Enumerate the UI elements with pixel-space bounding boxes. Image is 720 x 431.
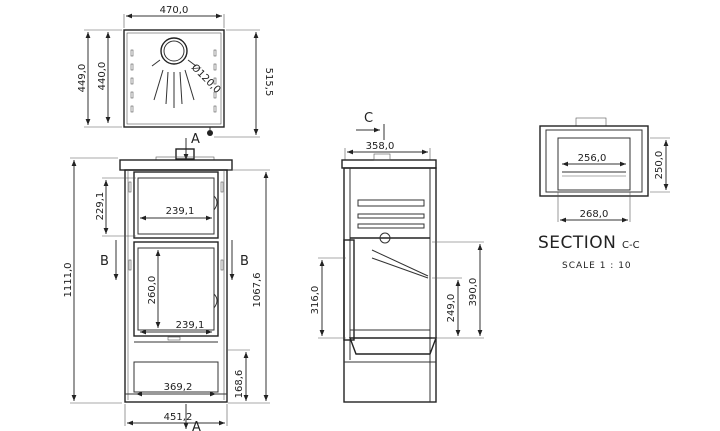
- section-cc-title-suffix: C-C: [622, 240, 640, 251]
- top-view: Ø120,0 470,0 449,0 440,0 515,5: [77, 5, 274, 138]
- side-grate-height-label: 249,0: [446, 294, 457, 323]
- section-b-right-label: B: [240, 254, 249, 269]
- top-width-label: 470,0: [160, 5, 189, 16]
- section-cc-outer-width-label: 268,0: [580, 209, 609, 220]
- flue-diameter-label: Ø120,0: [189, 62, 223, 96]
- section-c-label: C: [364, 111, 373, 126]
- stove-body: [124, 169, 228, 403]
- drawer-height-label: 168,6: [234, 370, 245, 399]
- top-plate: [119, 159, 233, 171]
- section-b-left-label: B: [100, 254, 109, 269]
- oven-door: [133, 171, 219, 239]
- top-depth-inner-label: 440,0: [97, 62, 108, 91]
- section-a-bottom-label: A: [192, 420, 201, 431]
- top-depth-outer-label: 449,0: [77, 64, 88, 93]
- firebox-door: [133, 241, 219, 337]
- side-firebox-height-label: 316,0: [310, 286, 321, 315]
- top-view-outline: [123, 29, 225, 128]
- knob-icon: [207, 130, 213, 136]
- side-chamber-height-label: 390,0: [468, 278, 479, 307]
- base-width-label: 451,2: [164, 412, 193, 423]
- oven-height-label: 229,1: [95, 192, 106, 221]
- section-cc-inner-width-label: 256,0: [578, 153, 607, 164]
- oven-width-label: 239,1: [166, 206, 195, 217]
- flue-circle: [160, 37, 188, 65]
- side-depth-label: 358,0: [366, 141, 395, 152]
- section-cc-outline: [539, 125, 649, 197]
- front-total-height-label: 1111,0: [63, 263, 74, 298]
- section-cc-scale: SCALE 1 : 10: [562, 261, 632, 271]
- top-depth-total-label: 515,5: [263, 68, 274, 97]
- section-cc-view: 256,0 268,0 250,0 SECTION C-C SCALE 1 : …: [538, 117, 670, 271]
- firebox-width-label: 239,1: [176, 320, 205, 331]
- section-a-top-label: A: [191, 132, 200, 147]
- front-body-height-label: 1067,6: [252, 273, 263, 308]
- side-view: C 358,0 316,0: [310, 111, 484, 403]
- section-cc-title: SECTION: [538, 233, 616, 253]
- section-cc-height-label: 250,0: [654, 151, 665, 180]
- front-view: A 1111,0 229: [63, 132, 270, 431]
- ash-drawer: [348, 337, 438, 355]
- firebox-height-label: 260,0: [147, 276, 158, 305]
- drawer-width-label: 369,2: [164, 382, 193, 393]
